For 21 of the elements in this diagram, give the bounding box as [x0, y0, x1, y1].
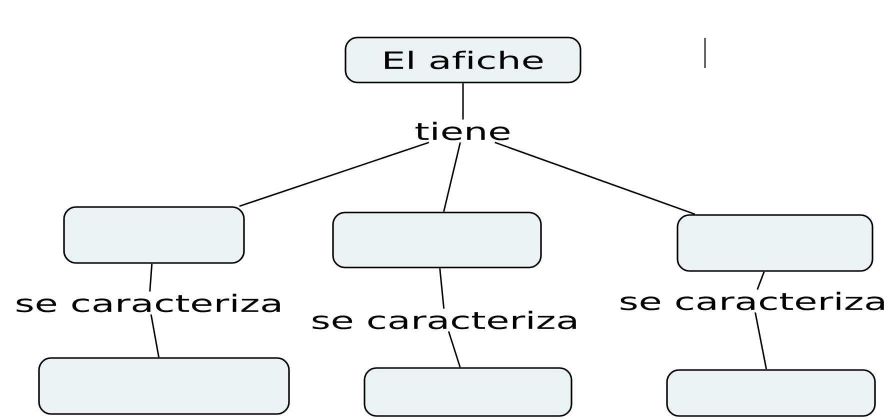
connector-line: [756, 272, 765, 290]
connector-line: [494, 142, 696, 215]
connector-line: [239, 142, 430, 207]
connector-line: [443, 142, 461, 212]
linking-phrase: tiene: [416, 122, 510, 140]
connector-line: [448, 331, 461, 368]
connector-line: [439, 268, 445, 309]
concept-box: [676, 214, 874, 272]
connector-line: [462, 83, 464, 120]
linking-phrase: se caracteriza: [16, 294, 280, 312]
connector-line: [149, 264, 153, 292]
concept-box: [666, 369, 876, 417]
concept-box: [63, 206, 245, 264]
concept-box: [364, 367, 572, 417]
linking-phrase: se caracteriza: [312, 310, 576, 330]
concept-box: [332, 212, 542, 268]
concept-box: [38, 357, 290, 415]
connector-line: [150, 314, 160, 358]
linking-phrase: se caracteriza: [620, 292, 884, 310]
concept-box: El afiche: [344, 36, 582, 84]
connector-line: [754, 312, 768, 370]
